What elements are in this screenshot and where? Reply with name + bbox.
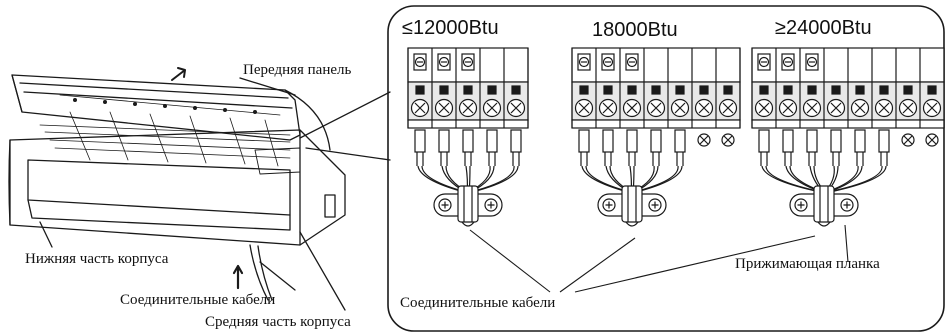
terminal-marker	[627, 85, 637, 95]
terminal	[691, 48, 714, 147]
callout-line-bottom	[305, 147, 391, 161]
pointer-clamp	[844, 224, 849, 263]
arrow-up-panel	[171, 67, 186, 81]
callout-line-top	[299, 91, 391, 139]
label-connecting-cables-right: Соединительные кабели	[400, 295, 556, 311]
terminal-marker	[487, 85, 497, 95]
terminal	[847, 48, 870, 166]
terminal	[595, 48, 618, 166]
terminal	[823, 48, 846, 166]
cable-clamp	[789, 185, 859, 227]
terminal	[667, 48, 690, 166]
label-clamp: Прижимающая планка	[735, 256, 880, 272]
terminal-marker	[759, 85, 769, 95]
terminal-marker	[927, 85, 937, 95]
unit-top	[9, 129, 346, 246]
cable-clamp	[433, 185, 503, 227]
label-front-panel: Передняя панель	[243, 62, 352, 78]
terminal	[431, 48, 454, 166]
terminal-block-2	[571, 47, 741, 227]
terminal	[407, 48, 430, 166]
terminal	[775, 48, 798, 166]
callout-frame	[387, 5, 945, 332]
terminal	[643, 48, 666, 166]
terminal-blocks	[407, 47, 945, 227]
terminal-marker	[723, 85, 733, 95]
terminal-marker	[651, 85, 661, 95]
terminal	[715, 48, 738, 147]
arrow-up-cable	[232, 264, 244, 290]
terminal-marker	[439, 85, 449, 95]
terminal	[799, 48, 822, 166]
terminal-marker	[903, 85, 913, 95]
terminal-marker	[831, 85, 841, 95]
terminal-marker	[463, 85, 473, 95]
terminal-marker	[807, 85, 817, 95]
caption-block-1: ≤12000Btu	[402, 17, 499, 39]
terminal-block-3	[751, 47, 945, 227]
terminal	[919, 48, 942, 147]
terminal	[455, 48, 478, 166]
pointer-cable-2	[559, 237, 636, 293]
pointer-cable-3	[574, 235, 816, 293]
terminal-marker	[511, 85, 521, 95]
indoor-unit-drawing	[8, 67, 346, 311]
terminal-marker	[699, 85, 709, 95]
label-lower-housing: Нижняя часть корпуса	[25, 251, 169, 267]
cable-clamp	[597, 185, 667, 227]
terminal-marker	[415, 85, 425, 95]
terminal-marker	[855, 85, 865, 95]
terminal-marker	[675, 85, 685, 95]
terminal-marker	[879, 85, 889, 95]
caption-block-3: ≥24000Btu	[775, 17, 872, 39]
terminal	[871, 48, 894, 166]
unit-cables	[249, 244, 273, 301]
terminal-block-1	[407, 47, 529, 227]
caption-block-2: 18000Btu	[592, 19, 678, 41]
terminal	[503, 48, 526, 166]
label-connecting-cables-left: Соединительные кабели	[120, 292, 276, 308]
terminal	[619, 48, 642, 166]
terminal	[479, 48, 502, 166]
terminal-marker	[783, 85, 793, 95]
pointer-cable-1	[469, 229, 551, 293]
terminal	[571, 48, 594, 166]
terminal-marker	[603, 85, 613, 95]
terminal	[751, 48, 774, 166]
terminal	[895, 48, 918, 147]
label-middle-housing: Средняя часть корпуса	[205, 314, 351, 330]
terminal-marker	[579, 85, 589, 95]
